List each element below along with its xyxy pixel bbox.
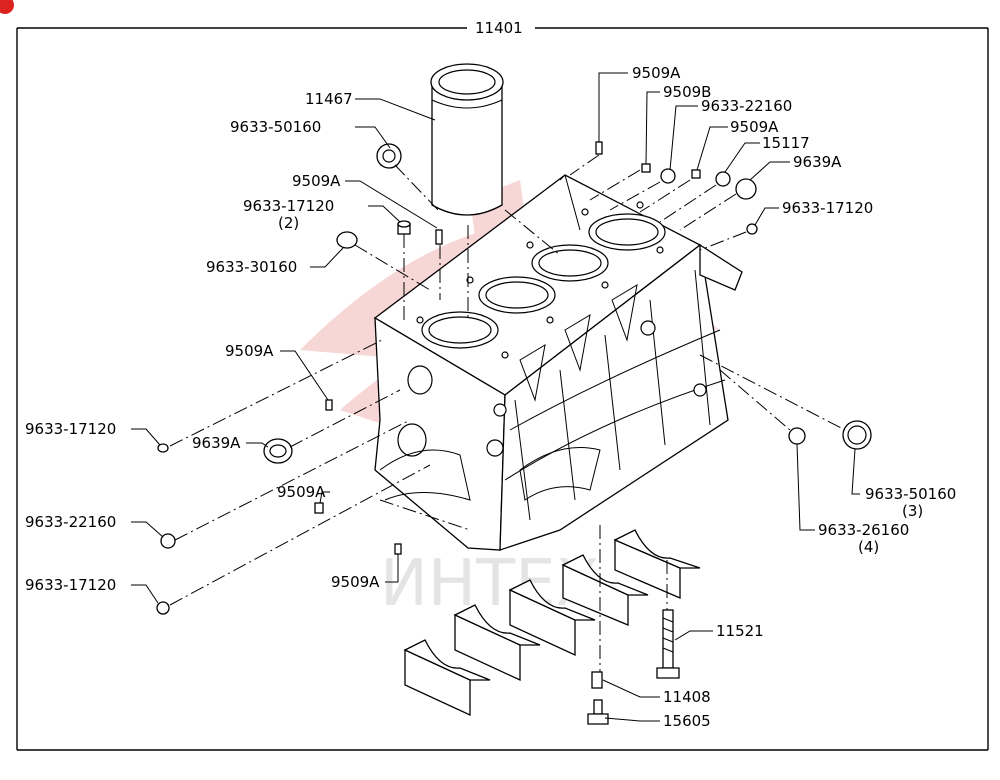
label-9633-22160-right: 9633-22160 [701, 97, 792, 115]
diagram-frame [16, 27, 989, 751]
label-9509A-lower: 9509A [277, 483, 326, 501]
assembly-number: 11401 [475, 19, 523, 37]
cylinder-liner [430, 63, 504, 216]
label-11408: 11408 [663, 688, 711, 706]
plug-9639A-left [263, 438, 293, 464]
label-9509A-bottom: 9509A [331, 573, 380, 591]
label-9633-17120-pair: 9633-17120 [243, 197, 334, 215]
pin-9509A-right [691, 169, 701, 179]
label-9633-17120-right: 9633-17120 [782, 199, 873, 217]
plug-9633-26160 [788, 427, 806, 445]
label-11521: 11521 [716, 622, 764, 640]
assembly-center-lines [169, 154, 846, 672]
plug-9633-17120-right [746, 223, 758, 235]
plug-9633-50160-right [842, 420, 872, 450]
label-9633-50160-right: 9633-50160 [865, 485, 956, 503]
label-9633-50160-right-qty: (3) [902, 502, 923, 520]
plug-9633-17120-left-bottom [156, 601, 170, 615]
label-15605: 15605 [663, 712, 711, 730]
label-11467: 11467 [305, 90, 353, 108]
pin-9509A-lower [314, 502, 324, 514]
label-9633-17120-left-top: 9633-17120 [25, 420, 116, 438]
label-15117: 15117 [762, 134, 810, 152]
bearing-caps [403, 529, 701, 717]
plug-9633-30160 [336, 231, 358, 249]
cap-bolt-11521 [656, 609, 680, 679]
pin-9509A-top-right [595, 141, 603, 155]
bearing-cap-2 [453, 604, 541, 682]
label-9633-26160: 9633-26160 [818, 521, 909, 539]
label-9639A-left: 9639A [192, 434, 241, 452]
label-9639A-right: 9639A [793, 153, 842, 171]
bearing-cap-3 [508, 579, 596, 657]
plug-9639A-right [735, 178, 757, 200]
bearing-cap-4 [561, 554, 649, 626]
dowel-11408 [591, 671, 603, 689]
label-9509A-top-right: 9509A [632, 64, 681, 82]
label-9633-26160-qty: (4) [858, 538, 879, 556]
label-9509A-right: 9509A [730, 118, 779, 136]
plug-9633-17120-left-top [157, 443, 169, 453]
label-9633-50160-top: 9633-50160 [230, 118, 321, 136]
plug-9633-22160-right [660, 168, 676, 184]
label-9633-17120-left-bottom: 9633-17120 [25, 576, 116, 594]
corner-badge [0, 0, 14, 14]
plug-9633-17120-pair [397, 220, 411, 235]
pin-9509A-bottom [394, 543, 402, 555]
pin-9509A-mid [435, 229, 443, 245]
label-9633-17120-pair-qty: (2) [278, 214, 299, 232]
bolt-15605 [587, 699, 609, 725]
plug-9633-22160-left [160, 533, 176, 549]
cylinder-block [373, 174, 743, 551]
label-9509A-mid: 9509A [292, 172, 341, 190]
label-9633-22160-left: 9633-22160 [25, 513, 116, 531]
label-9509B: 9509B [663, 83, 711, 101]
leader-lines [131, 72, 860, 722]
plug-9633-50160-top [376, 143, 402, 169]
label-9509A-left: 9509A [225, 342, 274, 360]
pin-9509A-left [325, 399, 333, 411]
label-9633-30160: 9633-30160 [206, 258, 297, 276]
pin-9509B [641, 163, 651, 173]
part-labels: 11467 9633-50160 9509A 9633-17120 (2) 96… [25, 64, 956, 730]
bearing-cap-5 [613, 529, 701, 599]
bearing-cap-1 [403, 639, 491, 717]
plug-15117 [715, 171, 731, 187]
